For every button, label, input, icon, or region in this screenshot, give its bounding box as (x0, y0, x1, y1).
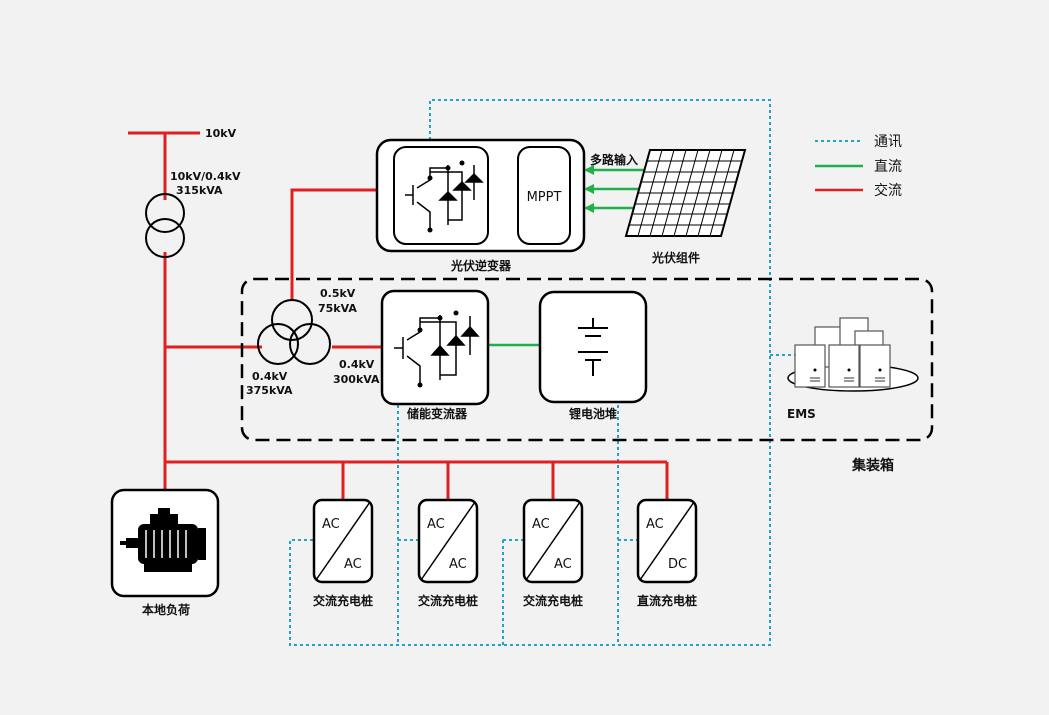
pv-panel (624, 149, 747, 237)
igbt-icon (405, 165, 484, 230)
pv-inverter-switch-block (393, 146, 489, 245)
charger-3-label: 交流充电桩 (523, 593, 583, 608)
tx-lv-capacity-label: 375kVA (246, 384, 293, 397)
charger-1-label: 交流充电桩 (313, 593, 373, 608)
container-label: 集装箱 (851, 457, 894, 474)
igbt-dots (427, 160, 465, 233)
tx-hv-capacity-label: 75kVA (318, 302, 357, 315)
pcs-box (380, 289, 490, 406)
mppt-label: MPPT (527, 190, 562, 205)
pv-inverter-label: 光伏逆变器 (450, 258, 512, 273)
battery-icon (578, 318, 608, 376)
multi-input-label: 多路输入 (590, 152, 638, 167)
charger-1-top: AC (322, 517, 340, 532)
charger-1: AC AC 交流充电桩 (312, 498, 374, 608)
tx-hv-voltage-label: 0.5kV (320, 287, 356, 300)
charger-4-top: AC (646, 517, 664, 532)
dc-arrowheads (584, 165, 594, 213)
charger-2-label: 交流充电桩 (418, 593, 478, 608)
grid-voltage-label: 10kV (205, 127, 237, 140)
charger-3: AC AC 交流充电桩 (522, 498, 584, 608)
transformer-ratio-label: 10kV/0.4kV (170, 170, 241, 183)
pcs-igbt-icon (394, 315, 480, 385)
pcs-label: 储能变流器 (407, 406, 468, 421)
ems-label: EMS (787, 407, 816, 421)
battery-label: 锂电池堆 (569, 406, 617, 421)
ems-server-icon (787, 317, 919, 392)
ac-lines (128, 131, 669, 500)
comm-lines (289, 99, 795, 646)
battery-box (538, 290, 648, 404)
pcs-igbt-dots (417, 310, 459, 388)
pv-module-label: 光伏组件 (651, 250, 700, 265)
legend-dc-label: 直流 (874, 158, 902, 175)
pcs-capacity-label: 300kVA (333, 373, 380, 386)
charger-4-bottom: DC (668, 557, 687, 572)
motor-icon (120, 508, 206, 572)
transformer-capacity-label: 315kVA (176, 184, 223, 197)
load-label: 本地负荷 (142, 602, 190, 617)
three-winding-transformer (257, 299, 331, 365)
charger-2: AC AC 交流充电桩 (417, 498, 479, 608)
charger-3-bottom: AC (554, 557, 572, 572)
charger-4-label: 直流充电桩 (637, 593, 697, 608)
charger-2-top: AC (427, 517, 445, 532)
tx-lv-voltage-label: 0.4kV (252, 370, 288, 383)
charger-4: AC DC 直流充电桩 (636, 498, 698, 608)
legend: 通讯 直流 交流 (815, 134, 902, 199)
charger-3-top: AC (532, 517, 550, 532)
legend-ac-label: 交流 (874, 182, 902, 199)
main-transformer (145, 193, 185, 258)
charger-2-bottom: AC (449, 557, 467, 572)
mppt-box (517, 146, 571, 245)
pcs-voltage-label: 0.4kV (339, 358, 375, 371)
legend-comm-label: 通讯 (874, 134, 902, 150)
charger-1-bottom: AC (344, 557, 362, 572)
